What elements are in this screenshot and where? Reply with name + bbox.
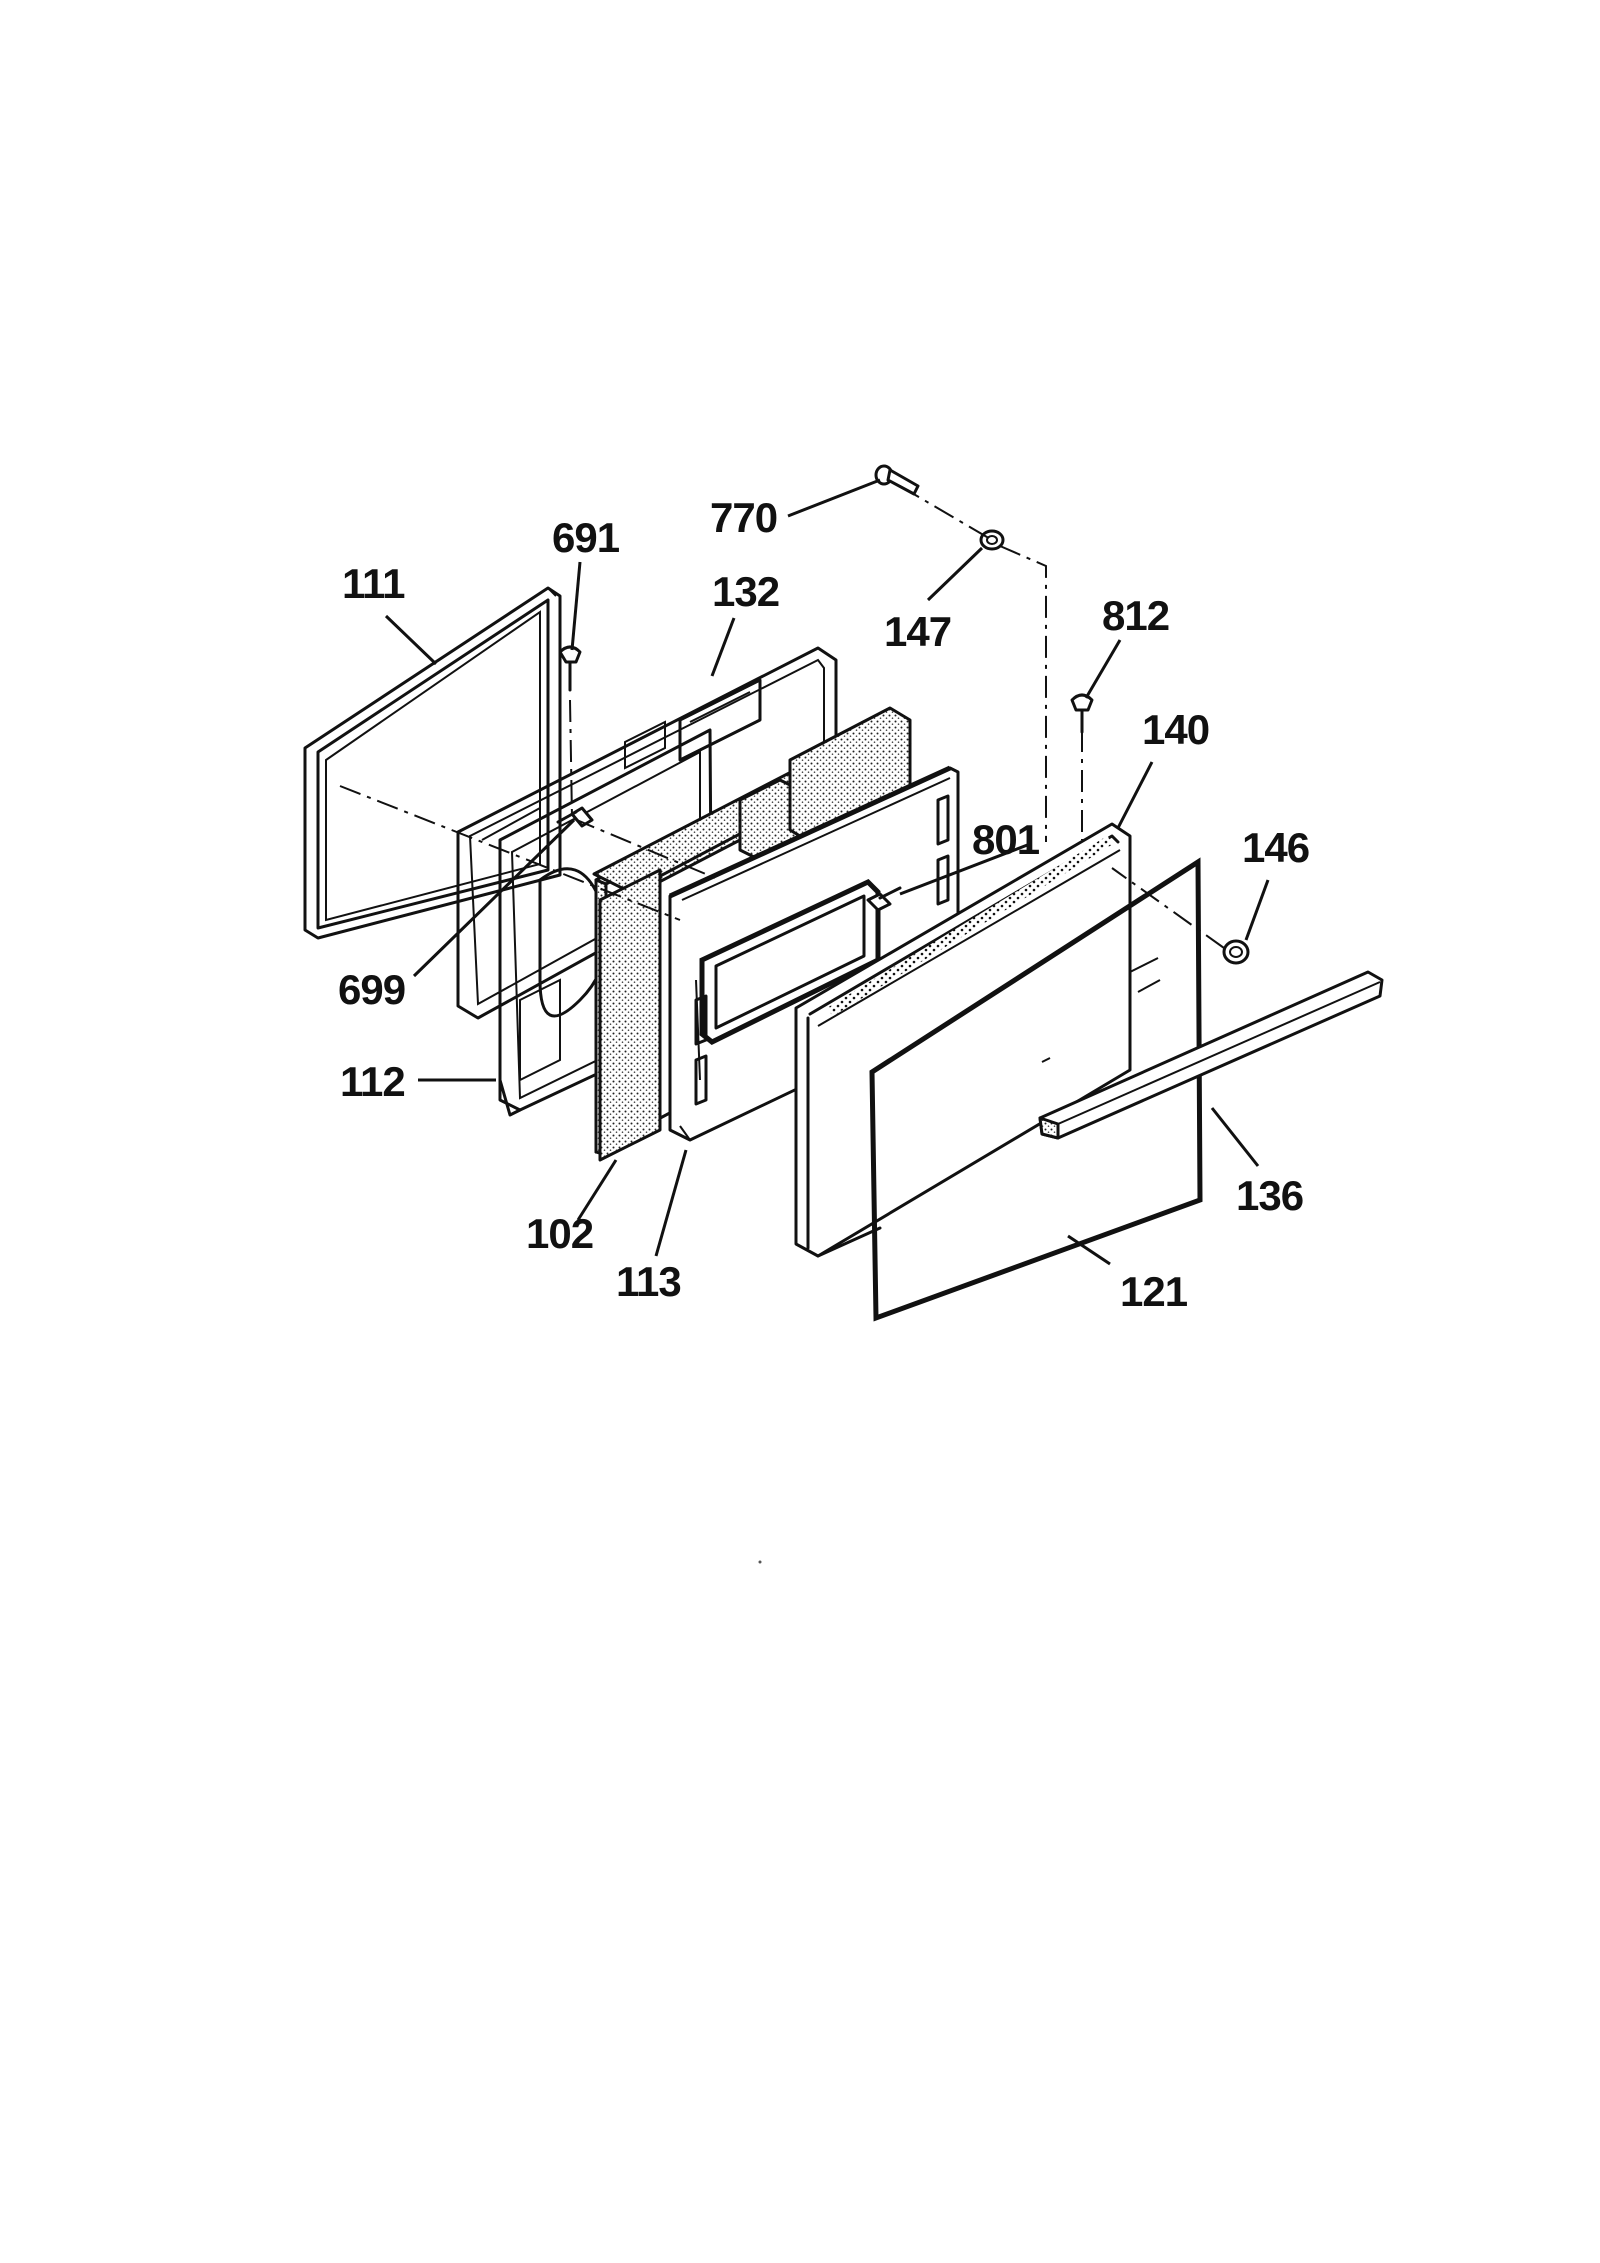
label-121: 121 bbox=[1120, 1268, 1188, 1315]
part-147-nut bbox=[979, 529, 1005, 551]
stray-mark bbox=[758, 1560, 762, 1564]
label-147: 147 bbox=[884, 608, 951, 655]
leader-lines bbox=[384, 478, 1270, 1266]
part-136-handle bbox=[1038, 970, 1384, 1140]
label-140: 140 bbox=[1142, 706, 1209, 753]
part-113-window-panel bbox=[668, 765, 960, 1142]
label-113: 113 bbox=[616, 1258, 681, 1305]
part-691-screw bbox=[558, 645, 582, 692]
label-132: 132 bbox=[712, 568, 779, 615]
label-691: 691 bbox=[552, 514, 620, 561]
part-140-outer-frame bbox=[794, 822, 1132, 1258]
label-112: 112 bbox=[340, 1058, 405, 1105]
part-121-outer-glass bbox=[869, 857, 1203, 1322]
label-699: 699 bbox=[338, 966, 405, 1013]
part-111-gasket-frame bbox=[303, 586, 562, 940]
label-136: 136 bbox=[1236, 1172, 1303, 1219]
label-770: 770 bbox=[710, 494, 777, 541]
part-770-screw bbox=[874, 464, 920, 496]
label-812: 812 bbox=[1102, 592, 1169, 639]
label-111: 111 bbox=[342, 560, 405, 607]
assembly-lines bbox=[339, 485, 1225, 949]
part-812-screw bbox=[1070, 693, 1094, 734]
label-146: 146 bbox=[1242, 824, 1309, 871]
part-699-screw bbox=[556, 806, 594, 828]
label-801: 801 bbox=[972, 816, 1040, 863]
part-801-screw bbox=[866, 886, 902, 912]
part-labels: 111 691 132 770 147 812 140 801 146 699 … bbox=[338, 494, 1310, 1315]
label-102: 102 bbox=[526, 1210, 593, 1257]
part-146-bumper bbox=[1222, 939, 1250, 965]
